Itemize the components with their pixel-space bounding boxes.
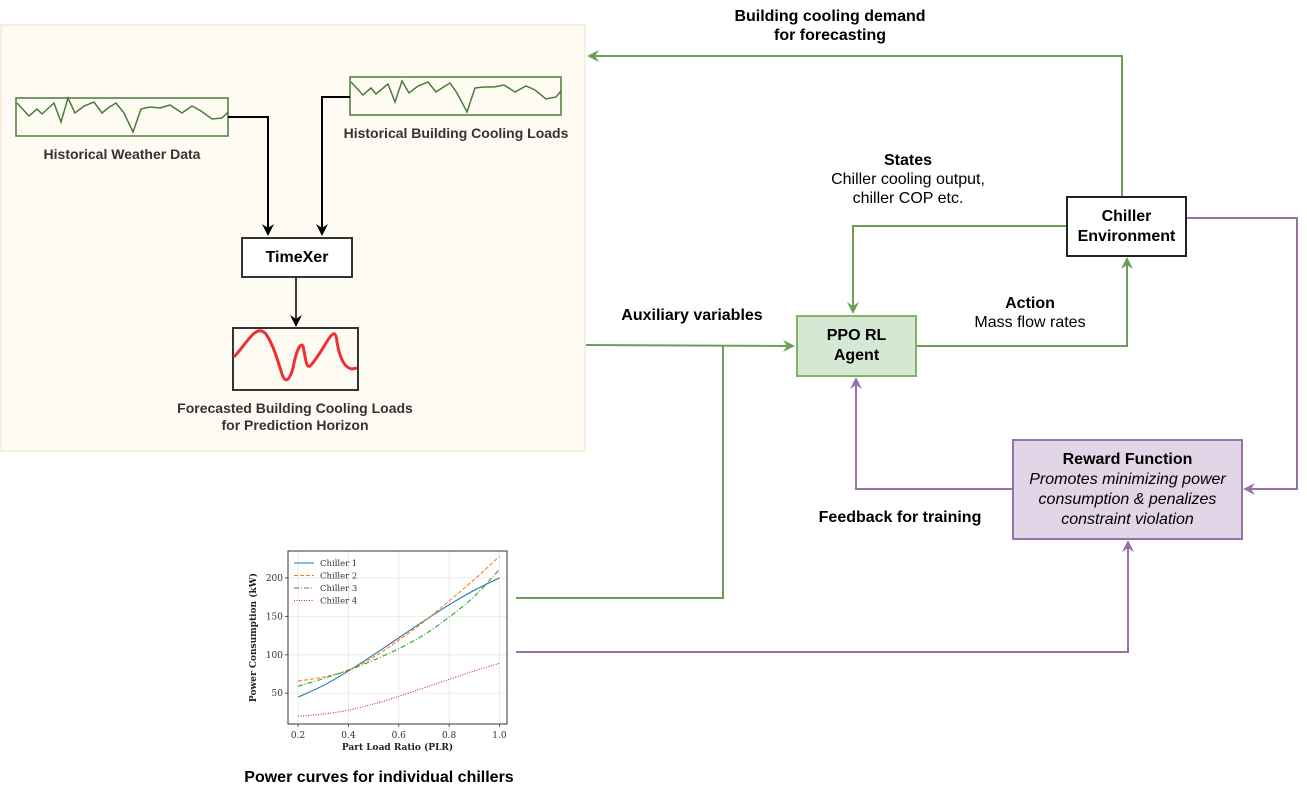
action-label: Action Mass flow rates [940,294,1120,332]
env-to-reward-arrow [1186,217,1298,495]
states-label: States Chiller cooling output, chiller C… [780,151,1036,209]
agent-label-line1: PPO RL [826,327,887,344]
series-line-chiller-4 [298,662,500,717]
reward-function-node[interactable]: Reward Function Promotes minimizing powe… [1012,439,1243,540]
legend-label: Chiller 2 [320,572,357,582]
forecast-label-line2: for Prediction Horizon [221,416,369,433]
x-tick-label: 0.4 [341,731,356,741]
y-tick-label: 150 [266,612,283,622]
weather-label: Historical Weather Data [43,146,201,162]
y-tick-label: 200 [266,574,283,584]
y-tick-label: 100 [266,651,283,661]
action-title: Action [1005,295,1055,312]
agent-label-line2: Agent [833,347,880,364]
forecast-label-line1: Forecasted Building Cooling Loads [177,400,413,416]
action-detail: Mass flow rates [974,314,1086,332]
states-arrow [847,225,1066,314]
timexer-node[interactable]: TimeXer [241,237,353,278]
y-tick-label: 50 [272,689,284,699]
weather-to-timexer-arrow [228,116,274,236]
environment-label-line1: Chiller [1101,207,1152,225]
x-tick-label: 0.6 [392,731,407,741]
feedback-label: Feedback for training [818,509,982,526]
power-curves-chart: 0.2 0.4 0.6 0.8 1.0 50 100 150 200 Chiller 1 Chill… [248,550,508,753]
environment-label-line2: Environment [1077,227,1176,245]
reward-line3: constraint violation [1061,510,1194,528]
x-axis-label: Part Load Ratio (PLR) [342,742,453,753]
auxiliary-variables-arrow [585,339,795,352]
x-tick-label: 0.8 [442,731,457,741]
cooling-loads-label: Historical Building Cooling Loads [343,125,569,141]
action-arrow [916,257,1133,347]
weather-sparkline-box [15,97,229,137]
reward-line2: consumption & penalizes [1038,490,1217,508]
series-line-chiller-3 [297,569,500,687]
loads-to-timexer-arrow [316,96,350,236]
chiller-environment-node[interactable]: Chiller Environment [1066,196,1187,257]
cooling-demand-label-line1: Building cooling demand [734,8,926,25]
states-line2: chiller COP etc. [852,190,964,208]
legend-label: Chiller 1 [320,559,357,569]
cooling-loads-sparkline [350,79,562,114]
feedback-arrow [850,377,1012,490]
y-axis-label: Power Consumption (kW) [248,573,259,702]
cooling-demand-label-line2: for forecasting [773,27,886,45]
series-line-chiller-2 [297,555,500,682]
timexer-label: TimeXer [265,248,329,266]
cooling-loads-sparkline-box [349,76,562,116]
legend-label: Chiller 3 [320,584,357,594]
x-tick-label: 1.0 [492,731,507,741]
legend-label: Chiller 4 [320,597,357,607]
states-line1: Chiller cooling output, [831,171,985,189]
reward-title: Reward Function [1062,450,1193,468]
power-curves-to-agent-line [516,346,724,599]
cooling-demand-arrow [587,50,1123,196]
forecast-label: Forecasted Building Cooling Loads for Pr… [130,400,460,434]
auxiliary-variables-label: Auxiliary variables [621,307,763,324]
chart-plot-area [288,551,507,724]
power-curves-caption: Power curves for individual chillers [244,769,514,786]
states-title: States [883,152,933,169]
weather-sparkline [16,95,229,134]
series-line-chiller-1 [297,577,500,698]
chart-frame [287,550,508,725]
power-curves-to-reward-arrow [516,540,1134,653]
reward-line1: Promotes minimizing power [1029,470,1226,488]
ppo-agent-node[interactable]: PPO RL Agent [796,315,917,377]
cooling-demand-label: Building cooling demand for forecasting [680,7,980,45]
x-tick-label: 0.2 [291,731,305,741]
forecast-curve [232,329,358,382]
